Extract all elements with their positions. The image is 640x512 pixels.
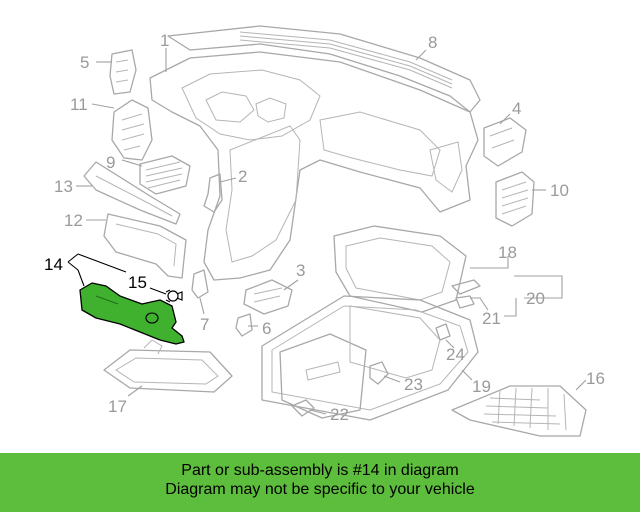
- callout-4: 4: [512, 99, 521, 118]
- callout-5: 5: [80, 53, 89, 72]
- part-5-bracket: [109, 49, 137, 95]
- part-2-clip: [203, 173, 223, 213]
- part-11-side-vent: [111, 99, 153, 161]
- callout-10: 10: [550, 181, 569, 200]
- info-banner: Part or sub-assembly is #14 in diagram D…: [0, 453, 640, 512]
- part-12-lower-trim: [103, 213, 187, 279]
- callout-22: 22: [330, 405, 349, 424]
- part-24-bumper: [435, 323, 451, 341]
- callout-23: 23: [404, 375, 423, 394]
- callouts: 1 2 3 4 5 6 7 8 9 10 11 12 13 14 15 16 1…: [44, 31, 605, 424]
- callout-1: 1: [160, 31, 169, 50]
- part-20-hinge: [451, 279, 481, 309]
- callout-17: 17: [108, 397, 127, 416]
- callout-15: 15: [128, 273, 147, 292]
- part-3-bracket: [243, 279, 293, 315]
- callout-2: 2: [238, 167, 247, 186]
- callout-7: 7: [200, 315, 209, 334]
- banner-line-1: Part or sub-assembly is #14 in diagram: [181, 462, 459, 479]
- parts-diagram: 1 2 3 4 5 6 7 8 9 10 11 12 13 14 15 16 1…: [44, 25, 605, 437]
- callout-11: 11: [70, 95, 88, 114]
- part-1-instrument-panel: [149, 51, 479, 281]
- callout-14: 14: [44, 255, 63, 274]
- part-22-clip: [291, 399, 315, 417]
- part-13-trim-strip: [83, 161, 181, 225]
- callout-18: 18: [498, 243, 517, 262]
- callout-3: 3: [296, 261, 305, 280]
- callout-9: 9: [106, 153, 115, 172]
- part-23-latch: [369, 361, 389, 385]
- callout-8: 8: [428, 33, 437, 52]
- part-17-lower-cover: [103, 339, 233, 393]
- callout-6: 6: [262, 319, 271, 338]
- part-9-center-vent: [139, 155, 191, 195]
- banner-line-2: Diagram may not be specific to your vehi…: [165, 481, 475, 498]
- leader-lines: [67, 48, 587, 415]
- callout-12: 12: [64, 211, 83, 230]
- part-7-bracket: [191, 269, 209, 299]
- part-4-bracket: [483, 117, 527, 167]
- part-18-glove-box-frame: [333, 225, 467, 313]
- callout-13: 13: [54, 177, 73, 196]
- part-15-fastener: [165, 289, 183, 303]
- part-16-knee-bolster: [451, 385, 587, 437]
- part-6-clip: [235, 313, 253, 337]
- part-14-highlighted-cover: [79, 282, 185, 345]
- callout-19: 19: [472, 377, 491, 396]
- part-19-glove-box-door: [261, 295, 479, 421]
- callout-16: 16: [586, 369, 605, 388]
- part-10-right-vent: [495, 171, 535, 227]
- callout-20: 20: [526, 289, 545, 308]
- callout-24: 24: [446, 345, 465, 364]
- callout-21: 21: [482, 309, 501, 328]
